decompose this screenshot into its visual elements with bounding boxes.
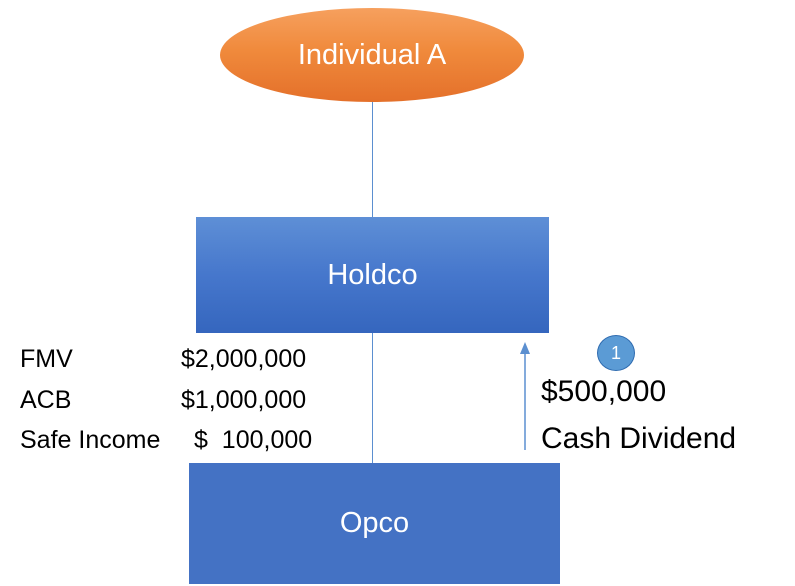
fmv-value: $2,000,000	[181, 345, 307, 373]
holdco-label: Holdco	[327, 258, 418, 291]
opco-label: Opco	[339, 507, 410, 539]
acb-label: ACB	[20, 386, 72, 414]
step-badge: 1	[597, 335, 635, 371]
dividend-description: Cash Dividend	[541, 422, 737, 455]
individual-a-node: Individual A	[220, 8, 524, 102]
opco-node: Opco	[189, 463, 560, 584]
holdco-opco-connector	[372, 333, 373, 463]
acb-value: $1,000,000	[181, 386, 307, 414]
step-number: 1	[610, 342, 621, 363]
holdco-node: Holdco	[196, 217, 549, 333]
dividend-amount: $500,000	[541, 375, 667, 408]
fmv-label: FMV	[20, 345, 73, 373]
individual-holdco-connector	[372, 102, 373, 217]
safe-income-value: $ 100,000	[194, 426, 313, 454]
safe-income-label: Safe Income	[20, 426, 161, 454]
individual-a-label: Individual A	[297, 38, 447, 71]
